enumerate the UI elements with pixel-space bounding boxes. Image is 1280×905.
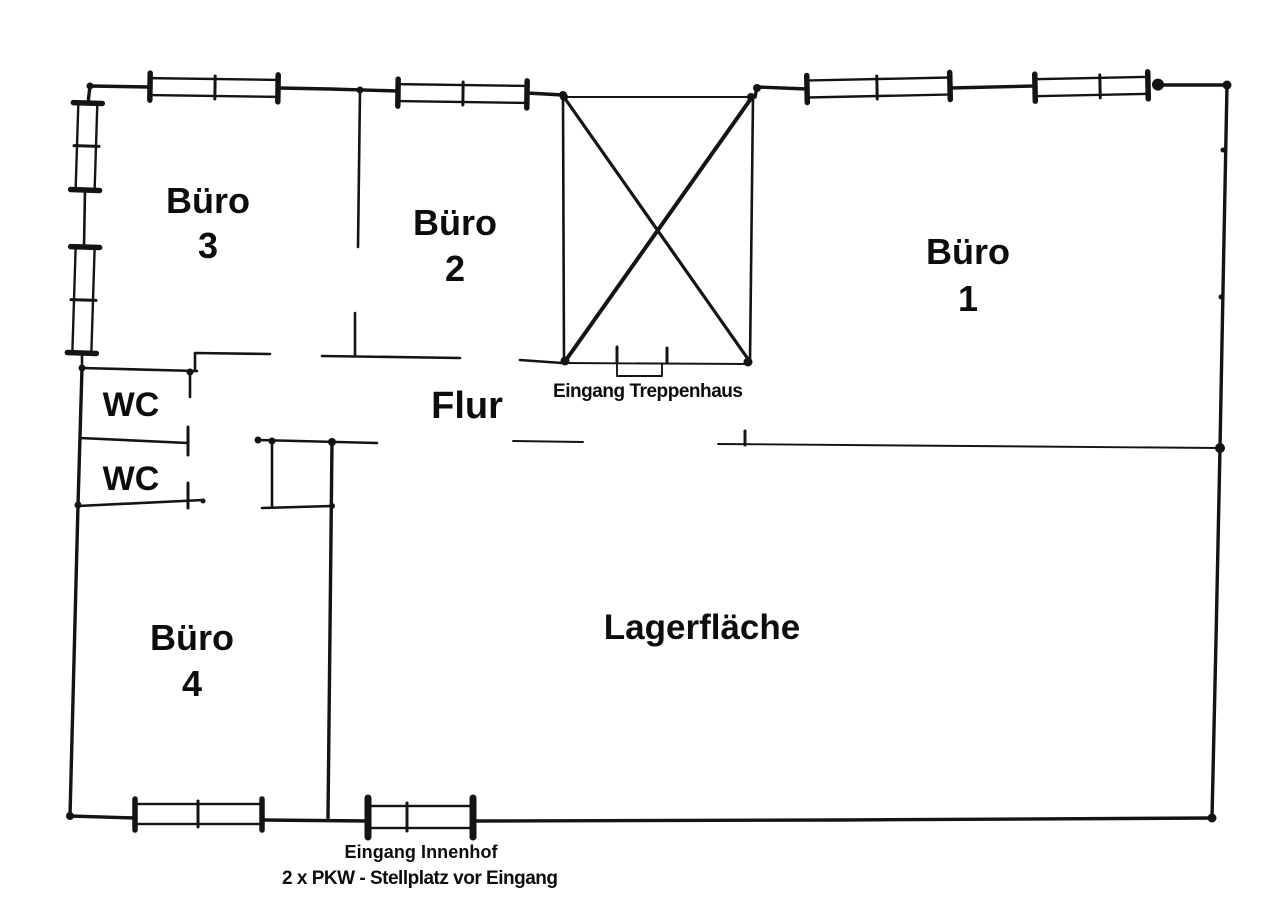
junction-dots <box>66 80 1232 823</box>
room-label-wc-upper: WC <box>103 386 160 424</box>
room-label-buero2: Büro <box>413 202 497 243</box>
wall-buero4-lager <box>326 440 334 820</box>
staircase-right-wall <box>748 95 755 364</box>
annotation-stellplatz: 2 x PKW - Stellplatz vor Eingang <box>282 868 558 889</box>
windows <box>64 69 1164 833</box>
room-number-buero3: 3 <box>198 225 218 266</box>
room-label-wc-lower: WC <box>103 460 160 498</box>
window-symbol-top-buero1-right <box>1031 69 1164 104</box>
room-number-buero4: 4 <box>182 663 202 704</box>
room-label-flur: Flur <box>431 385 503 427</box>
wc-lower-bottom-wall <box>76 498 205 508</box>
window-symbol-left-upper <box>67 99 106 194</box>
room-label-lagerflaeche: Lagerfläche <box>604 608 800 647</box>
doors <box>186 345 669 841</box>
window-symbol-bottom-buero4 <box>132 796 265 833</box>
wall-buero3-buero2 <box>356 88 362 249</box>
door-opening-symbol-treppenhaus <box>615 345 669 377</box>
wc-divider-wall <box>78 436 190 445</box>
room-label-buero3: Büro <box>166 180 250 221</box>
room-label-buero1: Büro <box>926 231 1010 272</box>
room-label-buero4: Büro <box>150 617 234 658</box>
labels: Büro 3 Büro 2 Büro 1 Büro 4 WC WC Flur L… <box>103 180 1010 889</box>
staircase-left-wall <box>561 95 566 364</box>
staircase-bottom-wall <box>563 362 749 365</box>
annotation-eingang-innenhof: Eingang Innenhof <box>345 842 499 862</box>
interior-walls <box>76 88 1221 820</box>
window-symbol-left-lower <box>64 243 103 357</box>
annotation-eingang-treppenhaus: Eingang Treppenhaus <box>553 381 743 402</box>
staircase-cross-icon <box>564 98 752 362</box>
window-symbol-top-buero1-left <box>803 69 954 106</box>
door-opening-symbol-innenhof <box>364 794 477 841</box>
staircase <box>560 93 755 367</box>
window-symbol-top-buero3 <box>147 70 281 105</box>
room-number-buero1: 1 <box>958 278 978 319</box>
room-number-buero2: 2 <box>445 248 465 289</box>
window-symbol-top-buero2 <box>395 76 530 111</box>
